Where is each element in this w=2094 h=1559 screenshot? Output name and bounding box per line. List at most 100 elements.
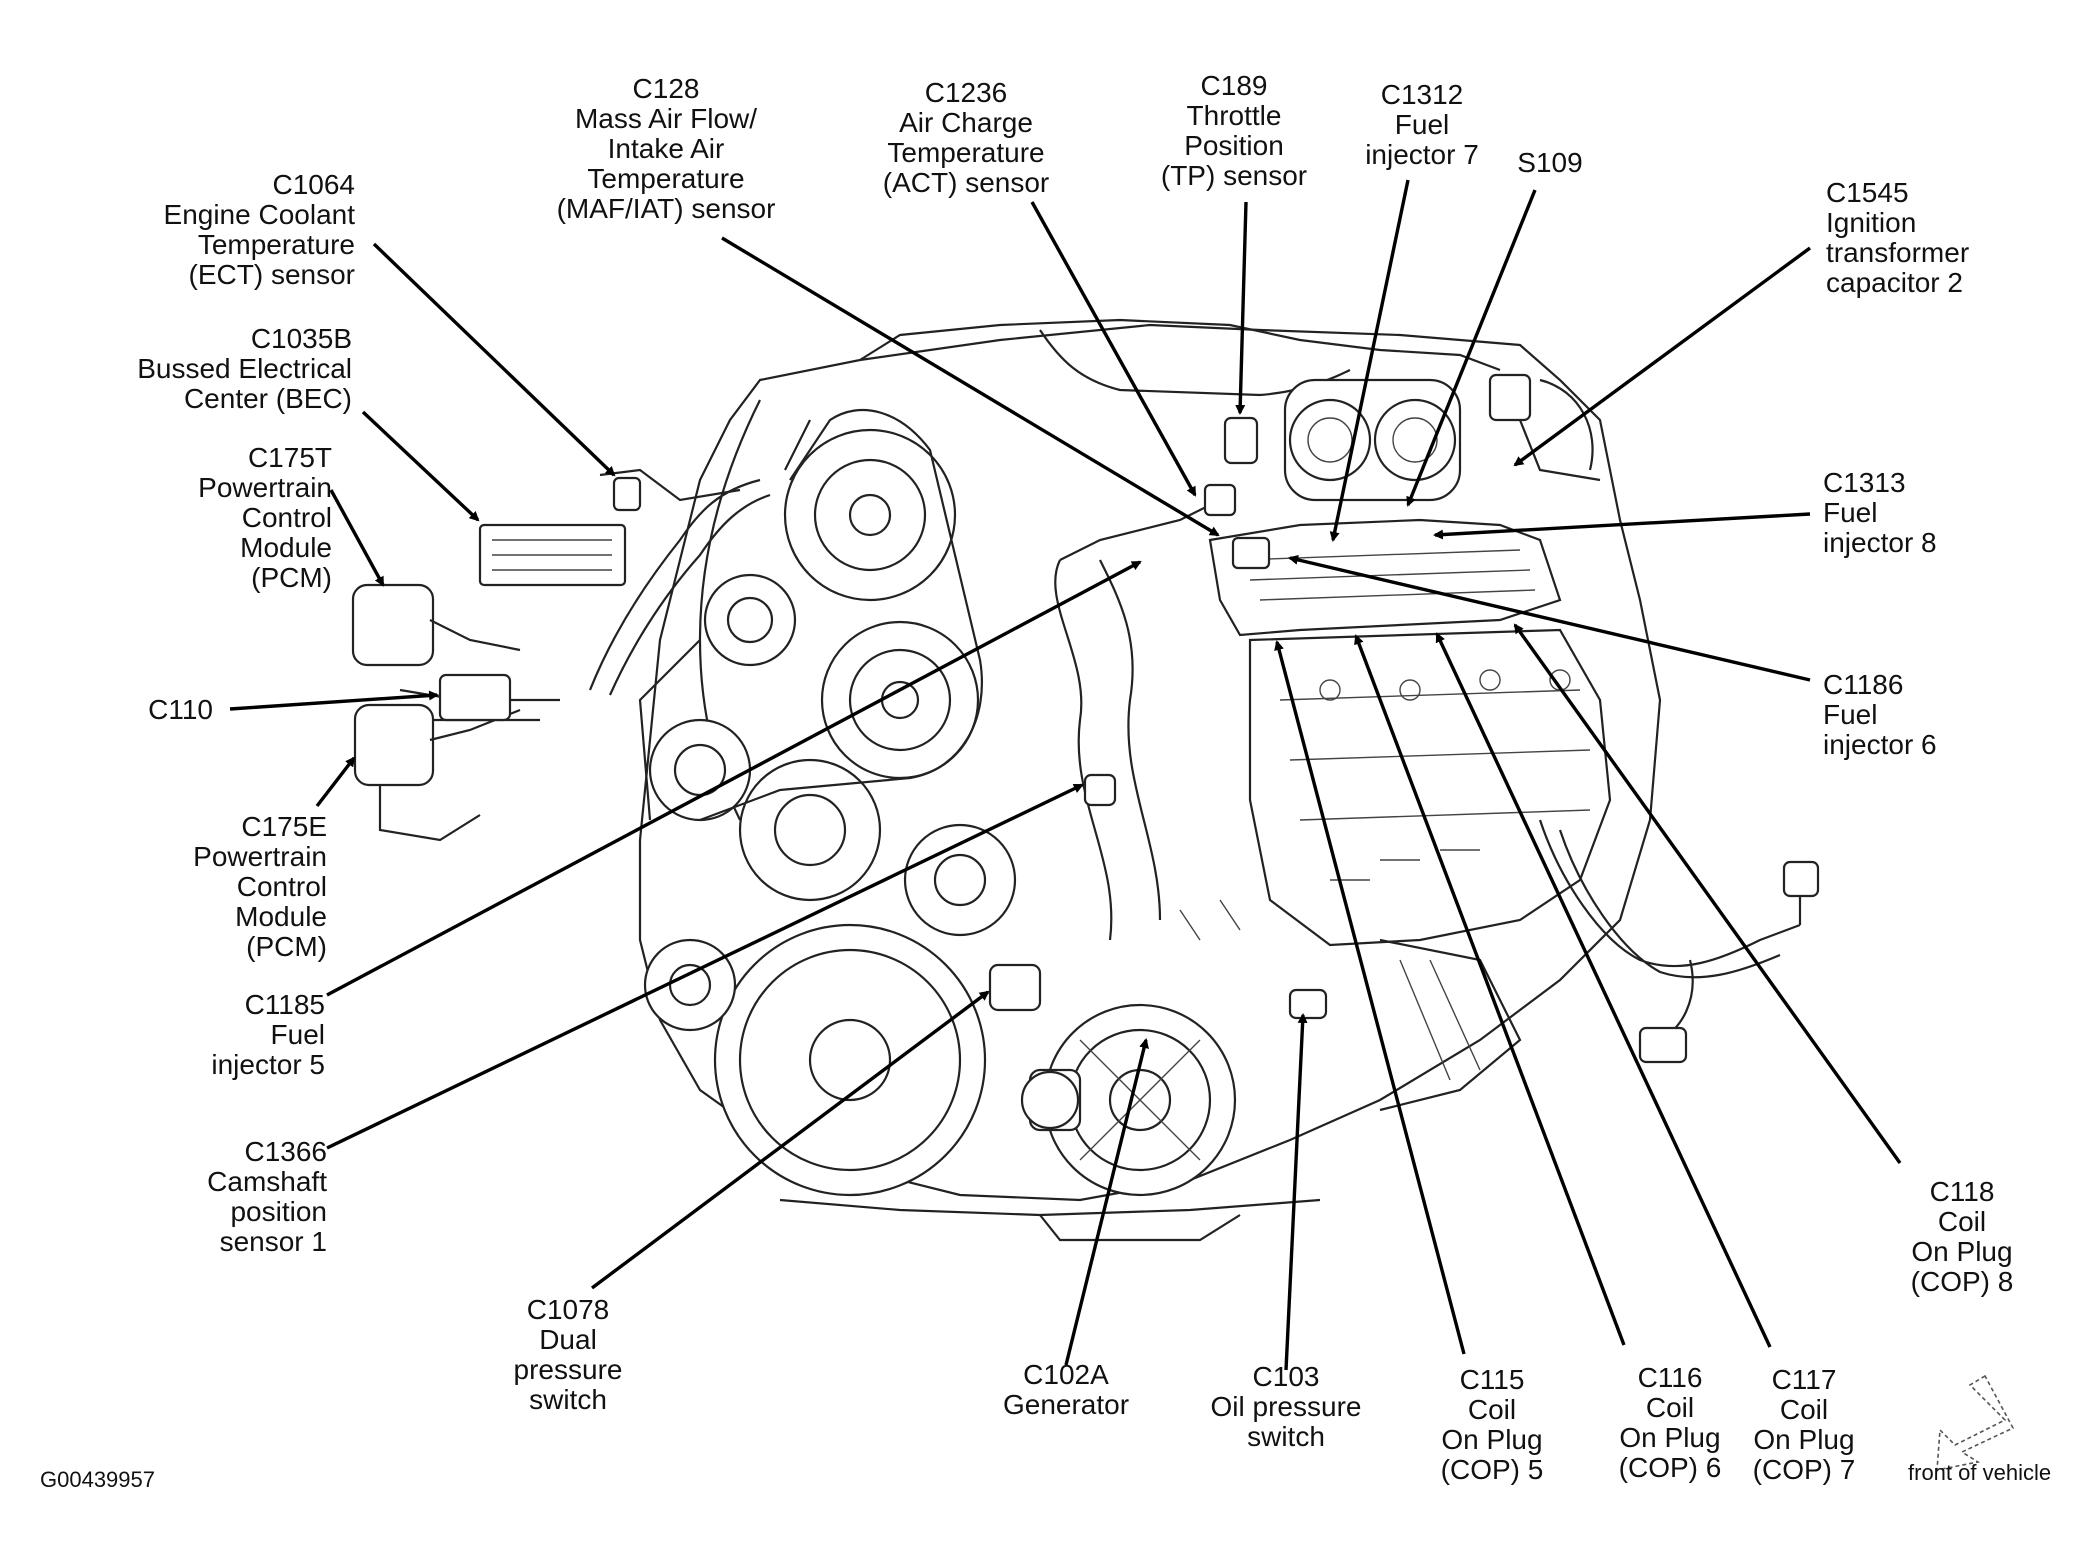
connector-id: C115 xyxy=(1459,1364,1525,1395)
callout-s109: S109 xyxy=(1517,148,1582,178)
callout-c102a: C102A Generator xyxy=(1003,1360,1129,1420)
callout-desc: Control xyxy=(241,502,332,533)
callout-desc: Mass Air Flow/ xyxy=(574,103,758,134)
callout-c1078: C1078 Dual pressure switch xyxy=(514,1295,623,1415)
leader-c117 xyxy=(1435,632,1772,1348)
callout-desc: Fuel xyxy=(1823,699,1878,730)
callout-desc: Position xyxy=(1184,130,1284,161)
callout-c189: C189 Throttle Position (TP) sensor xyxy=(1161,71,1307,191)
callout-desc: Air Charge xyxy=(899,107,1033,138)
callout-c117: C117 Coil On Plug (COP) 7 xyxy=(1753,1365,1856,1485)
callout-desc: injector 8 xyxy=(1823,527,1937,558)
callout-c110: C110 xyxy=(148,695,213,725)
leader-c1186 xyxy=(1288,554,1811,682)
callout-desc: Temperature xyxy=(887,137,1045,168)
callout-c1366: C1366 Camshaft position sensor 1 xyxy=(207,1137,327,1257)
callout-desc: switch xyxy=(1247,1421,1325,1452)
callout-c1186: C1186 Fuel injector 6 xyxy=(1823,670,1937,760)
leader-c1313 xyxy=(1433,512,1811,540)
callout-desc: On Plug xyxy=(1441,1424,1543,1455)
callout-desc: Module xyxy=(240,532,332,563)
leader-c189 xyxy=(1235,201,1248,415)
connector-id: C1312 xyxy=(1380,79,1464,110)
leader-c1064 xyxy=(372,242,616,477)
leader-c175t xyxy=(329,489,385,587)
connector-id: S109 xyxy=(1517,147,1583,178)
leader-c116 xyxy=(1354,634,1626,1346)
connector-id: C1185 xyxy=(244,989,325,1020)
callout-desc: Temperature xyxy=(587,163,745,194)
callout-desc: Temperature xyxy=(197,229,355,260)
callout-desc: Oil pressure xyxy=(1210,1391,1362,1422)
callout-desc: (COP) 6 xyxy=(1618,1452,1722,1483)
callout-c103: C103 Oil pressure switch xyxy=(1211,1362,1362,1452)
connector-id: C1236 xyxy=(924,77,1008,108)
figure-id: G00439957 xyxy=(40,1467,155,1492)
connector-id: C117 xyxy=(1771,1364,1837,1395)
leader-c115 xyxy=(1274,640,1466,1355)
callout-desc: Control xyxy=(236,871,327,902)
callout-desc: pressure xyxy=(513,1354,623,1385)
callout-desc: Center (BEC) xyxy=(183,383,352,414)
callout-desc: (COP) 5 xyxy=(1440,1454,1544,1485)
callout-desc: switch xyxy=(529,1384,607,1415)
callout-c1312: C1312 Fuel injector 7 xyxy=(1365,80,1479,170)
connector-id: C1313 xyxy=(1823,467,1906,498)
callout-c1236: C1236 Air Charge Temperature (ACT) senso… xyxy=(883,78,1049,198)
leader-s109 xyxy=(1406,189,1537,507)
connector-id: C1078 xyxy=(526,1294,610,1325)
callout-desc: (TP) sensor xyxy=(1160,160,1308,191)
callout-desc: Fuel xyxy=(1823,497,1878,528)
callout-c1035b: C1035B Bussed Electrical Center (BEC) xyxy=(137,324,352,414)
callout-desc: injector 7 xyxy=(1365,139,1479,170)
leader-c110 xyxy=(229,690,439,711)
callout-desc: Fuel xyxy=(1394,109,1450,140)
callout-desc: (COP) 8 xyxy=(1910,1266,2014,1297)
callout-desc: Throttle xyxy=(1186,100,1282,131)
callout-c1313: C1313 Fuel injector 8 xyxy=(1823,468,1937,558)
connector-id: C175E xyxy=(241,811,327,842)
connector-id: C175T xyxy=(247,442,332,473)
callout-c128: C128 Mass Air Flow/ Intake Air Temperatu… xyxy=(557,74,776,224)
callout-desc: Generator xyxy=(1002,1389,1130,1420)
callout-desc: Bussed Electrical xyxy=(137,353,352,384)
callout-desc: Coil xyxy=(1779,1394,1829,1425)
callout-desc: transformer xyxy=(1826,237,1970,268)
callout-c175t: C175T Powertrain Control Module (PCM) xyxy=(198,443,332,593)
leader-c1185 xyxy=(326,560,1142,997)
front-of-vehicle-arrow-icon xyxy=(1936,1374,2015,1471)
connector-id: C1035B xyxy=(250,323,352,354)
connector-id: C118 xyxy=(1929,1176,1995,1207)
callout-c116: C116 Coil On Plug (COP) 6 xyxy=(1619,1363,1722,1483)
leader-c1366 xyxy=(326,783,1084,1150)
callout-c115: C115 Coil On Plug (COP) 5 xyxy=(1441,1365,1544,1485)
connector-id: C1064 xyxy=(272,169,355,200)
callout-desc: (ECT) sensor xyxy=(188,259,355,290)
callout-c1545: C1545 Ignition transformer capacitor 2 xyxy=(1826,178,1969,298)
leader-c1035b xyxy=(361,410,480,522)
callout-desc: (PCM) xyxy=(251,562,332,593)
callout-c1064: C1064 Engine Coolant Temperature (ECT) s… xyxy=(164,170,355,290)
connector-id: C110 xyxy=(148,694,213,725)
connector-id: C1186 xyxy=(1823,669,1904,700)
callout-desc: Camshaft xyxy=(207,1166,327,1197)
connector-id: C116 xyxy=(1637,1362,1703,1393)
connector-id: C128 xyxy=(632,73,700,104)
leader-c1312 xyxy=(1329,179,1410,542)
callout-desc: Coil xyxy=(1467,1394,1517,1425)
callout-desc: capacitor 2 xyxy=(1826,267,1963,298)
connector-id: C1545 xyxy=(1826,177,1909,208)
engine-outline xyxy=(351,318,1820,1242)
callout-desc: (COP) 7 xyxy=(1752,1454,1856,1485)
callout-c118: C118 Coil On Plug (COP) 8 xyxy=(1911,1177,2014,1297)
callout-desc: Powertrain xyxy=(198,472,332,503)
callout-desc: Ignition xyxy=(1826,207,1917,238)
callout-c1185: C1185 Fuel injector 5 xyxy=(211,990,325,1080)
callout-desc: Powertrain xyxy=(193,841,327,872)
callout-desc: Intake Air xyxy=(607,133,725,164)
connector-id: C103 xyxy=(1252,1361,1320,1392)
connector-id: C102A xyxy=(1023,1359,1109,1390)
leader-c118 xyxy=(1513,623,1902,1164)
